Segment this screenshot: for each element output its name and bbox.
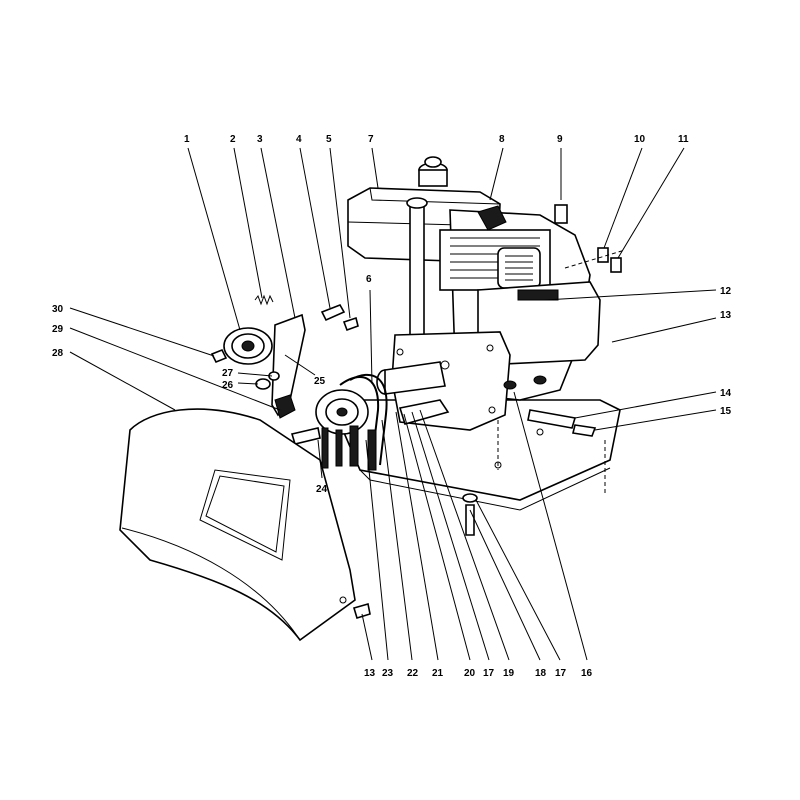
base-plate xyxy=(328,399,621,511)
callout-13-top: 13 xyxy=(720,310,732,321)
callout-6: 6 xyxy=(366,274,372,285)
callout-24: 24 xyxy=(316,484,328,495)
muffler-grille xyxy=(505,255,533,281)
callout-29: 29 xyxy=(52,324,64,335)
callout-2: 2 xyxy=(230,134,236,145)
callout-10: 10 xyxy=(634,134,646,145)
callout-30: 30 xyxy=(52,304,64,315)
callout-11: 11 xyxy=(678,134,689,145)
decal-9 xyxy=(554,204,568,224)
callout-19: 19 xyxy=(503,668,515,679)
engine-pulley xyxy=(315,389,369,435)
leader-lines xyxy=(69,147,717,661)
belt-cover xyxy=(119,408,371,642)
callout-13-bottom: 13 xyxy=(364,668,376,679)
decal-11 xyxy=(610,257,622,273)
callout-7: 7 xyxy=(368,134,374,145)
callout-21: 21 xyxy=(432,668,444,679)
decal-10 xyxy=(597,247,609,263)
callout-25: 25 xyxy=(314,376,326,387)
callout-20: 20 xyxy=(464,668,476,679)
callout-15: 15 xyxy=(720,406,732,417)
callout-12: 12 xyxy=(720,286,732,297)
callout-27: 27 xyxy=(222,368,234,379)
callout-26: 26 xyxy=(222,380,234,391)
callout-8: 8 xyxy=(499,134,505,145)
spring xyxy=(254,294,274,306)
callout-1: 1 xyxy=(184,134,190,145)
callout-28: 28 xyxy=(52,348,64,359)
callout-16: 16 xyxy=(581,668,593,679)
callout-22: 22 xyxy=(407,668,419,679)
callout-3: 3 xyxy=(257,134,263,145)
engine-assembly xyxy=(347,156,601,437)
callout-4: 4 xyxy=(296,134,302,145)
callout-17-right: 17 xyxy=(555,668,567,679)
callout-18: 18 xyxy=(535,668,547,679)
callout-23: 23 xyxy=(382,668,394,679)
callout-17-left: 17 xyxy=(483,668,495,679)
idler-pulley xyxy=(223,327,273,365)
callout-5: 5 xyxy=(326,134,332,145)
callout-labels: 1 2 3 4 5 6 7 8 9 10 11 12 13 14 15 16 1… xyxy=(52,134,732,679)
callout-14: 14 xyxy=(720,388,732,399)
callout-9: 9 xyxy=(557,134,563,145)
drive-belts xyxy=(321,373,388,471)
